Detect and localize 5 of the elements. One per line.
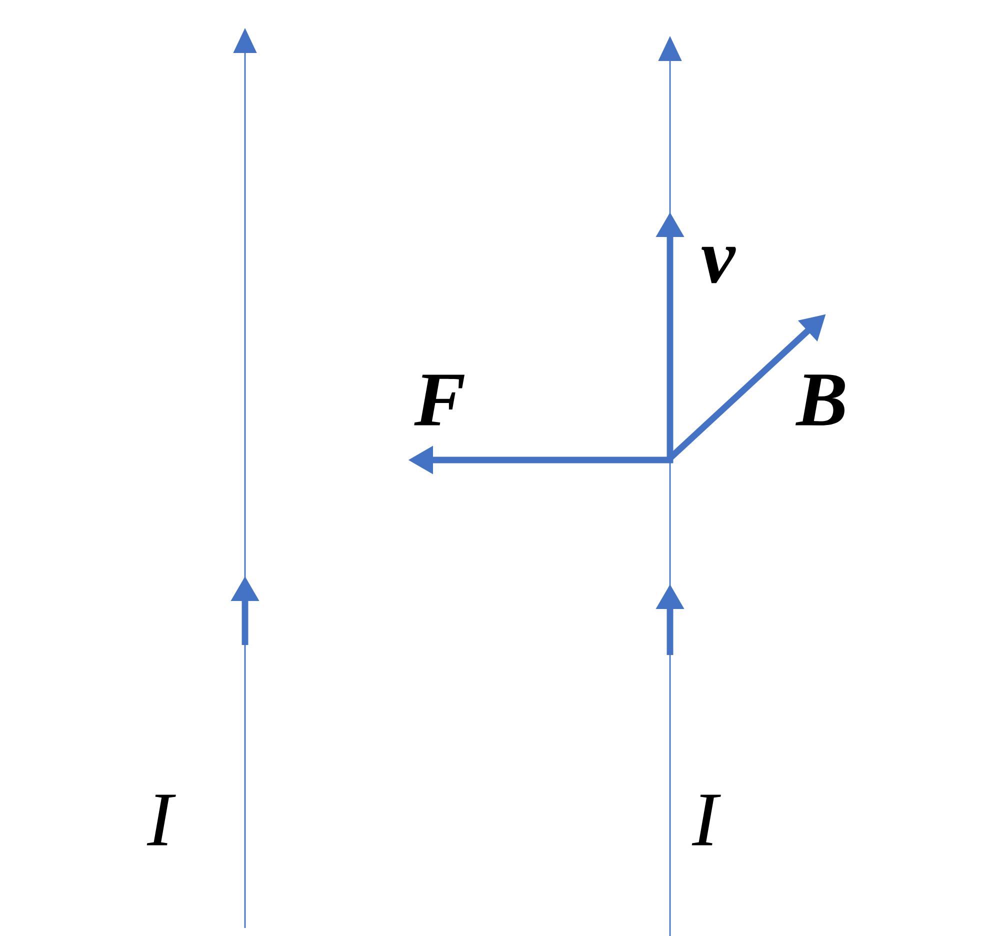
current-label: I [146,794,176,846]
vector-label: v [702,246,736,284]
vector-label: F [414,374,464,426]
vector-label: B [796,374,845,426]
current-label: I [692,794,721,846]
